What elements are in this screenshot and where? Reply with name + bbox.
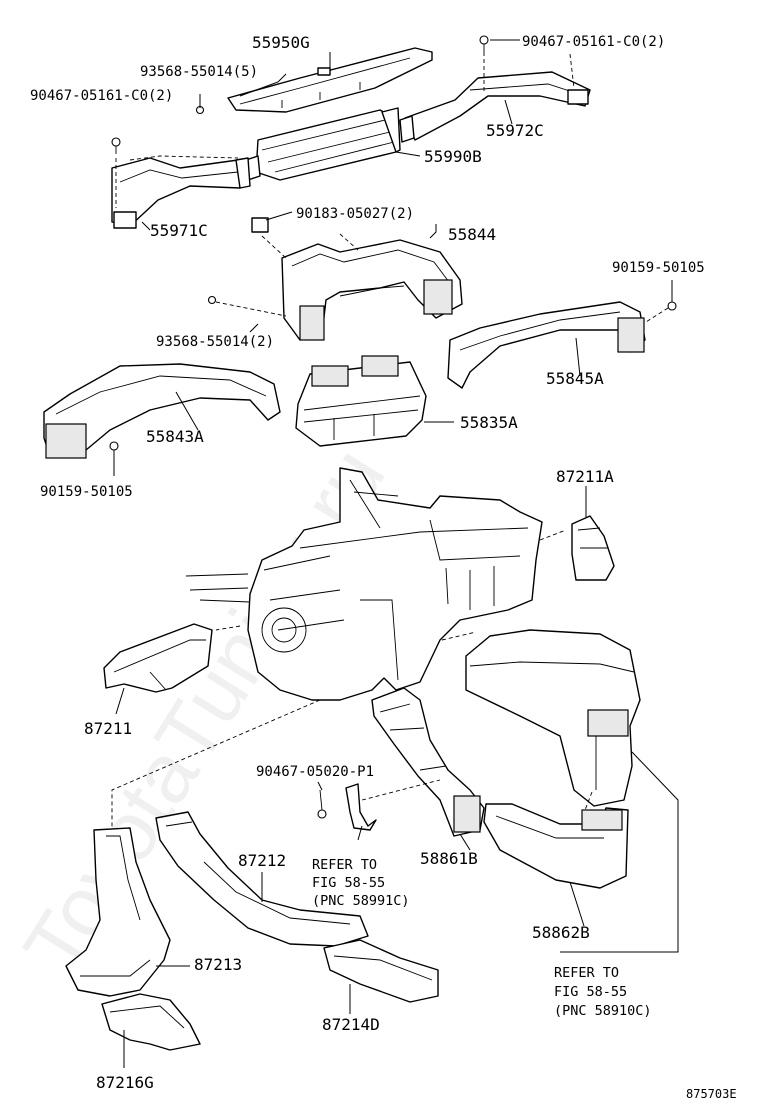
ref-58991c-line3: (PNC 58991C) [312,893,410,909]
label-55972c[interactable]: 55972C [486,121,544,140]
ref-58991c-line1: REFER TO [312,857,377,873]
vent-87211a[interactable] [571,515,615,581]
label-87211[interactable]: 87211 [84,719,132,738]
hvac-unit[interactable] [185,467,543,701]
duct-87213[interactable] [65,827,171,997]
label-90467-05020[interactable]: 90467-05020-P1 [256,764,374,780]
label-90159-right[interactable]: 90159-50105 [612,260,705,276]
ref-58910c-line1: REFER TO [554,965,619,981]
label-90159-left[interactable]: 90159-50105 [40,484,133,500]
vent-box-55835a[interactable] [295,355,427,447]
duct-55843a[interactable] [43,363,281,459]
duct-87216g[interactable] [101,993,201,1051]
label-87213[interactable]: 87213 [194,955,242,974]
duct-87211[interactable] [103,623,213,693]
label-87216g[interactable]: 87216G [96,1073,154,1092]
label-90467-right[interactable]: 90467-05161-C0(2) [522,34,665,50]
label-93568-mid[interactable]: 93568-55014(2) [156,334,274,350]
label-55835a[interactable]: 55835A [460,413,518,432]
label-58862b[interactable]: 58862B [532,923,590,942]
duct-58861b[interactable] [371,687,485,837]
label-55845a[interactable]: 55845A [546,369,604,388]
label-58861b[interactable]: 58861B [420,849,478,868]
screw-90159-left [109,441,119,451]
ref-58910c-line2: FIG 58-55 [554,984,627,1000]
duct-87214d[interactable] [323,939,439,1003]
duct-55990b[interactable] [245,107,401,181]
label-87214d[interactable]: 87214D [322,1015,380,1034]
screw-90467-05020 [317,789,327,819]
duct-55972c[interactable] [399,71,591,143]
duct-58862b[interactable] [483,803,629,889]
duct-55950g[interactable] [227,47,433,113]
duct-55844[interactable] [281,239,463,341]
label-93568-top[interactable]: 93568-55014(5) [140,64,258,80]
screw-90159-right [667,301,677,311]
clip-90183 [251,217,269,233]
duct-55845a[interactable] [447,301,646,389]
label-55971c[interactable]: 55971C [150,221,208,240]
screw-93568-mid [207,295,217,305]
figure-code: 875703E [686,1087,737,1101]
screw-90467-left [111,137,121,154]
ref-58910c-line3: (PNC 58910C) [554,1003,652,1019]
screw-90467-right [479,35,489,52]
label-87211a[interactable]: 87211A [556,467,614,486]
duct-87212[interactable] [155,811,369,947]
ref-58991c-line2: FIG 58-55 [312,875,385,891]
label-55990b[interactable]: 55990B [424,147,482,166]
label-90183[interactable]: 90183-05027(2) [296,206,414,222]
center-console[interactable] [465,629,641,807]
label-90467-left[interactable]: 90467-05161-C0(2) [30,88,173,104]
duct-55971c[interactable] [111,157,251,229]
label-55843a[interactable]: 55843A [146,427,204,446]
label-87212[interactable]: 87212 [238,851,286,870]
bracket [345,783,377,831]
reference-58991c[interactable]: REFER TO FIG 58-55 (PNC 58991C) [312,857,410,909]
label-55844[interactable]: 55844 [448,225,496,244]
reference-58910c[interactable]: REFER TO FIG 58-55 (PNC 58910C) [554,965,652,1019]
label-55950g[interactable]: 55950G [252,33,310,52]
